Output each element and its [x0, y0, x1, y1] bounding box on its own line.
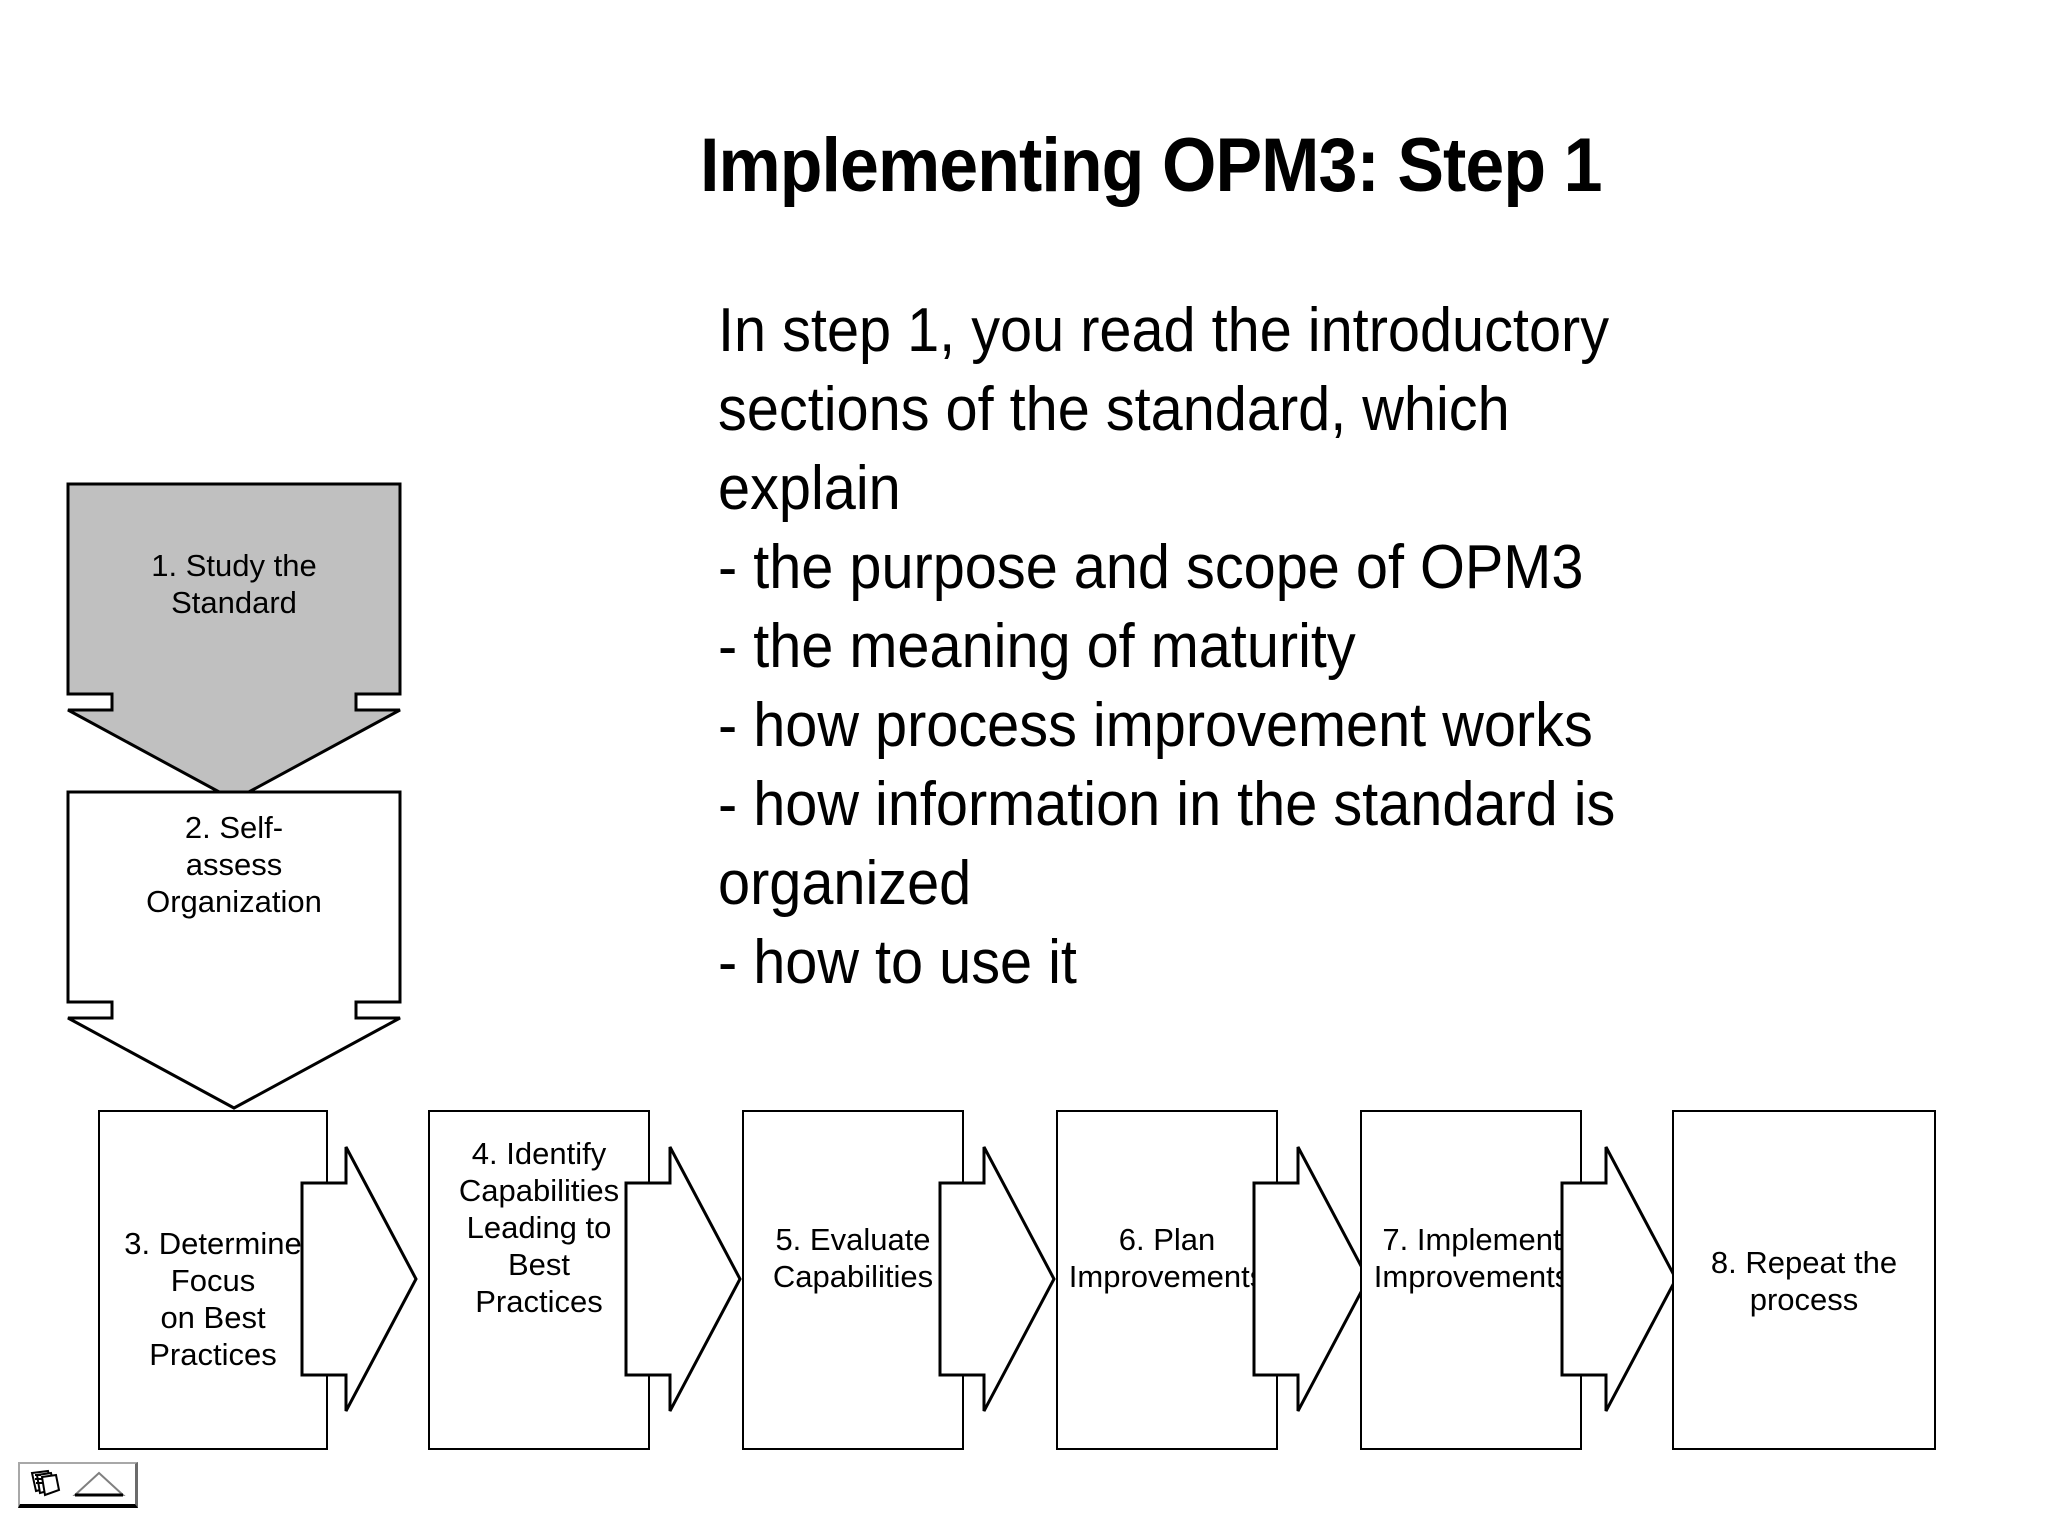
flow-arrow-7-to-8	[1560, 1145, 1678, 1415]
flow-step-7-shape[interactable]	[1360, 1110, 1582, 1450]
flow-step-4-shape[interactable]	[428, 1110, 650, 1450]
page-title: Implementing OPM3: Step 1	[700, 123, 1603, 208]
flow-step-2-shape[interactable]	[66, 790, 402, 1110]
body-line: - the meaning of maturity	[718, 612, 1356, 681]
flow-arrow-4-to-5	[624, 1145, 742, 1415]
body-line: - how process improvement works	[718, 691, 1593, 760]
play-triangle-icon[interactable]	[72, 1470, 126, 1498]
flow-step-3-shape[interactable]	[98, 1110, 328, 1450]
body-line: explain	[718, 454, 901, 523]
flow-arrow-3-to-4	[300, 1145, 418, 1415]
body-line: sections of the standard, which	[718, 375, 1510, 444]
flow-arrow-5-to-6	[938, 1145, 1056, 1415]
mini-toolbar[interactable]	[18, 1462, 138, 1508]
body-line: - how to use it	[718, 928, 1077, 997]
body-text-block: In step 1, you read the introductory sec…	[718, 300, 1815, 1011]
flow-step-6-shape[interactable]	[1056, 1110, 1278, 1450]
slides-icon[interactable]	[28, 1469, 62, 1499]
flow-step-8-shape[interactable]	[1672, 1110, 1936, 1450]
body-line: organized	[718, 849, 972, 918]
body-line: - the purpose and scope of OPM3	[718, 533, 1584, 602]
flow-step-5-shape[interactable]	[742, 1110, 964, 1450]
flow-arrow-6-to-7	[1252, 1145, 1370, 1415]
body-line: In step 1, you read the introductory	[718, 296, 1610, 365]
body-line: - how information in the standard is	[718, 770, 1616, 839]
flow-step-1-shape[interactable]	[66, 482, 402, 802]
